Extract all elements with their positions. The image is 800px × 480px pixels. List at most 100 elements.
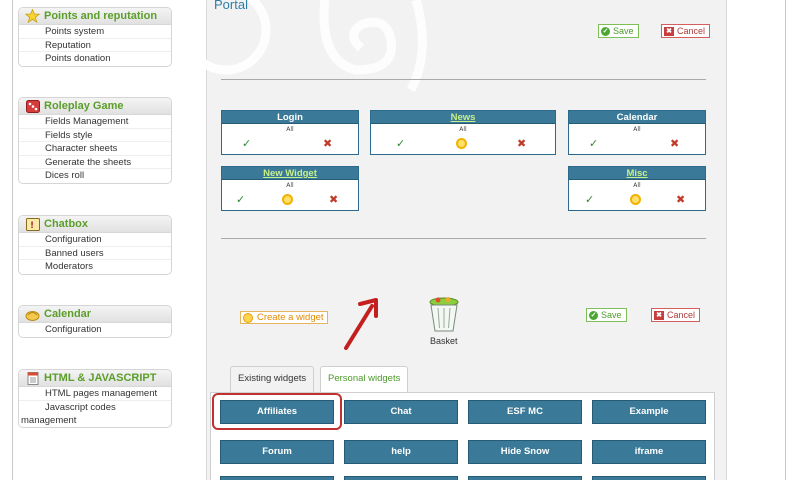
delete-icon[interactable]: ✖ bbox=[329, 193, 339, 206]
widget-button-iframe[interactable]: iframe bbox=[592, 440, 706, 464]
sidebar-section-title: Points and reputation bbox=[44, 10, 158, 22]
tab-existing-widgets[interactable]: Existing widgets bbox=[230, 366, 315, 392]
cancel-button-bottom[interactable]: ✖ Cancel bbox=[651, 308, 701, 322]
sidebar-section-chatbox: ! Chatbox Configuration Banned users Mod… bbox=[18, 215, 172, 275]
widget-title-link[interactable]: New Widget bbox=[222, 167, 358, 180]
widget-scope: All bbox=[459, 126, 467, 133]
cancel-icon: ✖ bbox=[664, 26, 674, 36]
cancel-label: Cancel bbox=[667, 310, 696, 320]
delete-icon[interactable]: ✖ bbox=[517, 137, 527, 150]
sidebar-item-moderators[interactable]: Moderators bbox=[45, 261, 94, 272]
edit-icon[interactable]: ✓ bbox=[236, 193, 246, 206]
red-arrow-annotation bbox=[344, 298, 378, 350]
divider-top bbox=[221, 79, 706, 80]
tab-personal-widgets[interactable]: Personal widgets bbox=[320, 366, 409, 393]
widget-button-affiliates[interactable]: Affiliates bbox=[220, 400, 334, 424]
widget-button-partial[interactable] bbox=[344, 476, 458, 480]
widget-button-esf-mc[interactable]: ESF MC bbox=[468, 400, 582, 424]
sidebar-item-points-system[interactable]: Points system bbox=[19, 25, 171, 39]
delete-icon[interactable]: ✖ bbox=[670, 137, 680, 150]
widget-button-help[interactable]: help bbox=[344, 440, 458, 464]
configure-icon[interactable] bbox=[282, 194, 293, 205]
sidebar-item-banned-users[interactable]: Banned users bbox=[19, 247, 171, 260]
configure-icon[interactable] bbox=[630, 194, 641, 205]
save-button-top[interactable]: ✓ Save bbox=[598, 24, 639, 38]
sidebar-section-calendar: Calendar Configuration bbox=[18, 305, 172, 338]
sidebar-item-character-sheets[interactable]: Character sheets bbox=[19, 142, 171, 156]
widget-news[interactable]: News All ✓ ✖ bbox=[370, 110, 556, 155]
widget-button-forum[interactable]: Forum bbox=[220, 440, 334, 464]
configure-icon[interactable] bbox=[456, 138, 467, 149]
widget-title-link[interactable]: Misc bbox=[569, 167, 705, 180]
widget-login[interactable]: Login All ✓ ✖ bbox=[221, 110, 359, 155]
widget-title-link[interactable]: News bbox=[371, 111, 555, 124]
widget-title: Calendar bbox=[569, 111, 705, 124]
widget-button-chat[interactable]: Chat bbox=[344, 400, 458, 424]
check-icon: ✓ bbox=[589, 310, 598, 320]
sidebar-item-reputation[interactable]: Reputation bbox=[19, 39, 171, 52]
svg-text:!: ! bbox=[30, 221, 34, 231]
delete-icon[interactable]: ✖ bbox=[676, 193, 686, 206]
widget-actions: ✓ ✖ bbox=[371, 134, 555, 152]
widget-title: Login bbox=[222, 111, 358, 124]
sidebar-item-dices-roll[interactable]: Dices roll bbox=[45, 170, 85, 181]
sidebar-section-title: HTML & JAVASCRIPT bbox=[44, 372, 157, 384]
sidebar-section-roleplay: Roleplay Game Fields Management Fields s… bbox=[18, 97, 172, 184]
widget-scope: All bbox=[633, 182, 641, 189]
left-border bbox=[12, 0, 13, 480]
basket-icon[interactable] bbox=[426, 296, 462, 334]
edit-icon[interactable]: ✓ bbox=[589, 137, 599, 150]
widget-button-partial[interactable] bbox=[468, 476, 582, 480]
widget-calendar[interactable]: Calendar All ✓ ✖ bbox=[568, 110, 706, 155]
cancel-label: Cancel bbox=[677, 26, 706, 36]
sidebar-item-fields-style[interactable]: Fields style bbox=[19, 129, 171, 142]
basket-label: Basket bbox=[430, 336, 458, 346]
save-label: Save bbox=[613, 26, 634, 36]
sidebar-item-html-pages[interactable]: HTML pages management bbox=[19, 387, 171, 401]
widget-actions: ✓ ✖ bbox=[222, 190, 358, 208]
swirl-decoration bbox=[206, 0, 427, 93]
widget-actions: ✓ ✖ bbox=[569, 134, 705, 152]
cancel-icon: ✖ bbox=[654, 310, 664, 320]
gear-icon bbox=[243, 312, 253, 323]
sidebar-section-header: Calendar bbox=[19, 306, 171, 323]
edit-icon[interactable]: ✓ bbox=[585, 193, 595, 206]
sidebar-section-header: Roleplay Game bbox=[19, 98, 171, 115]
widget-button-example[interactable]: Example bbox=[592, 400, 706, 424]
highlight-annotation bbox=[212, 393, 342, 430]
widget-button-hide-snow[interactable]: Hide Snow bbox=[468, 440, 582, 464]
sidebar-section-header: HTML & JAVASCRIPT bbox=[19, 370, 171, 387]
page-icon bbox=[25, 371, 40, 385]
sidebar-item-generate-sheets[interactable]: Generate the sheets bbox=[19, 156, 171, 169]
create-widget-label: Create a widget bbox=[257, 312, 324, 323]
widget-button-partial[interactable] bbox=[592, 476, 706, 480]
sidebar-item-chat-configuration[interactable]: Configuration bbox=[19, 233, 171, 247]
save-label: Save bbox=[601, 310, 622, 320]
widget-button-partial[interactable] bbox=[220, 476, 334, 480]
delete-icon[interactable]: ✖ bbox=[323, 137, 333, 150]
widget-misc[interactable]: Misc All ✓ ✖ bbox=[568, 166, 706, 211]
widget-actions: ✓ ✖ bbox=[569, 190, 705, 208]
create-widget-button[interactable]: Create a widget bbox=[240, 311, 328, 324]
sidebar-item-javascript-codes[interactable]: Javascript codes management bbox=[21, 401, 116, 426]
calendar-icon bbox=[25, 308, 40, 321]
star-icon bbox=[25, 9, 40, 23]
sidebar-item-points-donation[interactable]: Points donation bbox=[45, 53, 111, 64]
edit-icon[interactable]: ✓ bbox=[396, 137, 406, 150]
save-button-bottom[interactable]: ✓ Save bbox=[586, 308, 627, 322]
edit-icon[interactable]: ✓ bbox=[242, 137, 252, 150]
widget-scope: All bbox=[286, 182, 294, 189]
sidebar-section-title: Chatbox bbox=[44, 218, 88, 230]
sidebar-item-calendar-configuration[interactable]: Configuration bbox=[45, 324, 102, 335]
cancel-button-top[interactable]: ✖ Cancel bbox=[661, 24, 711, 38]
sidebar-section-html-js: HTML & JAVASCRIPT HTML pages management … bbox=[18, 369, 172, 428]
dice-icon bbox=[25, 99, 40, 113]
widget-new-widget[interactable]: New Widget All ✓ ✖ bbox=[221, 166, 359, 211]
sidebar-section-header: Points and reputation bbox=[19, 8, 171, 25]
widget-actions: ✓ ✖ bbox=[222, 134, 358, 152]
check-icon: ✓ bbox=[601, 26, 610, 36]
sidebar-section-points: Points and reputation Points system Repu… bbox=[18, 7, 172, 67]
sidebar-item-fields-management[interactable]: Fields Management bbox=[19, 115, 171, 129]
sidebar-section-title: Calendar bbox=[44, 308, 92, 320]
